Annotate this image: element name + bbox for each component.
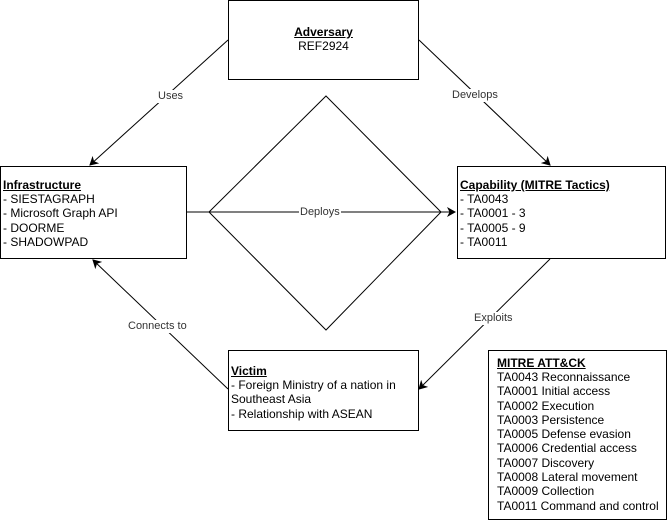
mitre-tactic-item: TA0002 Execution [497, 398, 595, 413]
diamond-shape [208, 95, 442, 331]
capability-line: - TA0001 - 3 [460, 206, 526, 221]
mitre-tactic-item: TA0007 Discovery [497, 455, 595, 470]
capability-line: - TA0011 [460, 235, 508, 250]
mitre-tactic-item: TA0003 Persistence [497, 412, 605, 427]
victim-line: - Relationship with ASEAN [231, 406, 373, 421]
mitre-tactic-item: TA0005 Defense evasion [497, 427, 631, 442]
mitre-tactic-item: TA0011 Command and control [497, 498, 659, 513]
capability-line: - TA0043 [460, 192, 509, 206]
mitre-tactic-item: TA0009 Collection [497, 484, 595, 499]
mitre-legend-box: MITRE ATT&CK TA0043 Reconnaissance TA000… [488, 350, 667, 520]
infrastructure-line: - SIESTAGRAPH [3, 192, 95, 206]
mitre-tactic-item: TA0043 Reconnaissance [497, 370, 631, 384]
capability-line: - TA0005 - 9 [460, 220, 526, 235]
adversary-line: REF2924 [298, 39, 349, 53]
adversary-title: Adversary [294, 25, 353, 39]
edge-label-deploys: Deploys [299, 206, 341, 219]
mitre-tactic-item: TA0006 Credential access [497, 441, 637, 456]
edge-label-connects-to: Connects to [127, 320, 188, 333]
victim-box: Victim - Foreign Ministry of a nation in… [228, 350, 419, 431]
edge-label-uses: Uses [157, 90, 185, 103]
infrastructure-title: Infrastructure [3, 178, 82, 192]
adversary-box: Adversary REF2924 [228, 0, 419, 80]
victim-title: Victim [231, 364, 267, 378]
edge-develops [418, 39, 551, 166]
mitre-tactic-item: TA0008 Lateral movement [497, 470, 638, 485]
infrastructure-box: Infrastructure - SIESTAGRAPH - Microsoft… [0, 166, 187, 259]
edge-label-develops: Develops [451, 89, 499, 102]
infrastructure-line: - Microsoft Graph API [3, 206, 118, 221]
edge-label-exploits: Exploits [473, 312, 514, 325]
victim-line: - Foreign Ministry of a nation in Southe… [231, 378, 396, 407]
infrastructure-line: - DOORME [3, 220, 65, 235]
mitre-legend-title: MITRE ATT&CK [497, 356, 586, 370]
capability-box: Capability (MITRE Tactics) - TA0043 - TA… [457, 166, 666, 259]
infrastructure-line: - SHADOWPAD [3, 235, 89, 250]
mitre-tactic-item: TA0001 Initial access [497, 384, 611, 399]
capability-title: Capability (MITRE Tactics) [460, 178, 610, 192]
